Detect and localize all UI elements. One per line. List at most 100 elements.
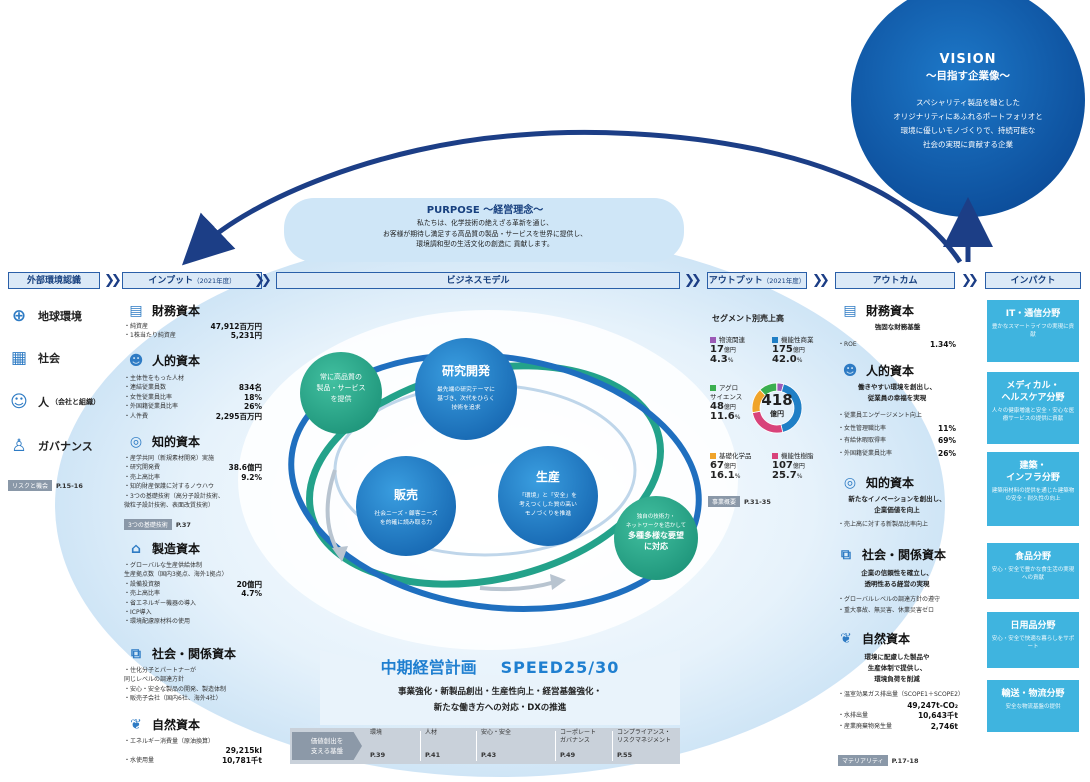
row-label: ・人件費	[124, 412, 149, 420]
capital-title: 知的資本	[152, 435, 201, 449]
foundation-divider	[420, 731, 421, 761]
data-row: ・省エネルギー機器の導入	[124, 599, 262, 608]
circle-line: 最先端の研究テーマに	[437, 387, 495, 393]
row-value: 2,295百万円	[215, 411, 262, 421]
foundation-item-name: 環境	[370, 729, 383, 736]
capital-title: 社会・関係資本	[862, 548, 947, 562]
foundation-item-name: 安心・安全	[481, 729, 512, 736]
row-label: ・売上高比率	[124, 473, 161, 481]
purpose-text: PURPOSE 〜経営理念〜 私たちは、化学技術の絶えざる革新を通じ、 お客様が…	[290, 204, 680, 250]
row-label: ・連結従業員数	[124, 384, 167, 392]
circle-line: を的確に読み取る力	[379, 520, 433, 526]
ref-page: P.37	[175, 520, 191, 529]
segment-name: 機能性樹脂	[772, 452, 814, 461]
impact-desc: 人々の健康増進と安全・安心な医療サービスの提供に貢献	[991, 408, 1075, 422]
foundation-item-page: P.49	[560, 751, 576, 759]
vision-title: VISION	[939, 52, 997, 67]
input-financial-title: ▤財務資本	[126, 302, 200, 319]
circle-line: 社会ニーズ・顧客ニーズ	[374, 511, 438, 517]
blue-ring	[288, 351, 702, 613]
impact-title: 日用品分野	[1010, 621, 1056, 631]
foundation-label-line: 支える基盤	[310, 747, 344, 755]
row-value: 10,781千t	[221, 755, 262, 765]
header-input-label: インプット	[148, 276, 194, 286]
row-label: ・産業廃棄物発生量	[838, 722, 893, 730]
impact-title: IT・通信分野	[1005, 309, 1061, 319]
purpose-line: 私たちは、化学技術の絶えざる革新を通じ、	[417, 219, 553, 227]
row-label: ・設備投資額	[124, 580, 161, 588]
circle-line: 「環境」と「安全」を	[519, 493, 577, 499]
external-governance: ♙ガバナンス	[8, 436, 92, 456]
outcome-natural-sub: 環境に配慮した製品や生産体制で提供し、環境負荷を削減	[836, 652, 958, 685]
impact-desc: 豊かなスマートライフの実現に貢献	[991, 324, 1075, 338]
external-label: 社会	[38, 352, 60, 365]
row-label: ・純資産	[124, 323, 149, 330]
segment-name: 機能性商業	[772, 336, 814, 345]
data-row: ・住化分子とパートナーが	[124, 666, 262, 675]
segment-name: 物流関連	[710, 336, 745, 345]
row-value: 5,231円	[230, 331, 262, 341]
segment-name: 基礎化学品	[710, 452, 752, 461]
donut-unit: 億円	[770, 410, 784, 418]
data-row: 生産拠点数（国内3拠点、海外1拠点）	[124, 570, 262, 579]
data-row: ・ICP導入	[124, 608, 262, 617]
outcome-human-sub: 働きやすい環境を創出し、従業員の幸福を実現	[836, 382, 958, 404]
data-row: ・重大事故、無災害、休業災害ゼロ	[838, 605, 958, 616]
gray-arrow-bottom	[479, 580, 556, 592]
foundation-item-page: P.39	[370, 751, 386, 759]
outcome-social-sub: 企業の信頼性を確立し、透明性ある経営の実現	[836, 568, 958, 590]
foundation-item[interactable]: 環境 P.39	[370, 729, 430, 763]
row-label: ・研究開発費	[124, 464, 161, 472]
header-output: アウトプット（2021年度）	[707, 272, 807, 289]
chart-icon: ▤	[129, 302, 143, 319]
ref-page: P.17-18	[891, 756, 919, 765]
ref-tag: 事業概要	[708, 496, 741, 507]
foundation-item-page: P.43	[481, 751, 497, 759]
foundation-item[interactable]: 安心・安全 P.43	[481, 729, 541, 763]
production-circle: 生産 「環境」と「安全」を 考えつくした質の高い モノづくりを推進	[498, 446, 598, 546]
plan-band	[320, 650, 680, 725]
row-label: ・ICP導入	[124, 609, 152, 617]
foundation-label: 価値創出を 支える基盤	[292, 732, 362, 760]
outcome-financial-sub: 強固な財務基盤	[874, 323, 921, 331]
foundation-item-name: コンプライアンス・ リスクマネジメント	[617, 729, 672, 744]
segment-label: 機能性樹脂	[781, 452, 814, 460]
vision-line: オリジナリティにあふれるポートフォリオと	[893, 112, 1043, 121]
impact-title: 輸送・物流分野	[1001, 689, 1065, 699]
segment-donut	[751, 382, 803, 434]
chart-icon: ▤	[843, 302, 857, 319]
network-circle: 独自の技術力・ ネットワークを活かして 多種多様な要望 に対応	[614, 496, 698, 580]
row-label: 同じレベルの調達方針	[124, 676, 185, 684]
outcome-intellectual-sub: 新たなイノベーションを創出し、企業価値を向上	[836, 494, 958, 516]
product-service-circle: 常に高品質の 製品・サービス を提供	[300, 352, 382, 434]
input-intellectual-title: ◎知的資本	[126, 433, 200, 450]
brain-icon: ◎	[843, 474, 857, 491]
impact-title: 建築・ インフラ分野	[1006, 461, 1060, 483]
row-value: 47,912百万円	[210, 322, 262, 331]
row-label: ・産学共同（新規素材開発）実施	[124, 455, 215, 462]
vision-subtitle: 〜目指す企業像〜	[926, 70, 1010, 82]
header-business-label: ビジネスモデル	[446, 276, 510, 286]
capital-title: 財務資本	[866, 304, 915, 318]
outcome-sub-line: 従業員の幸福を実現	[867, 394, 927, 402]
impact-to-input-arc	[181, 129, 963, 266]
data-row: 微粒子設計技術、表面改質技術）	[124, 501, 262, 510]
row-label: ・売上高に対する新製品比率向上	[838, 521, 929, 528]
row-value: 26%	[938, 448, 956, 458]
foundation-divider	[476, 731, 477, 761]
network-icon: ⧉	[131, 645, 141, 662]
circle-line: 多種多様な要望	[628, 531, 684, 540]
